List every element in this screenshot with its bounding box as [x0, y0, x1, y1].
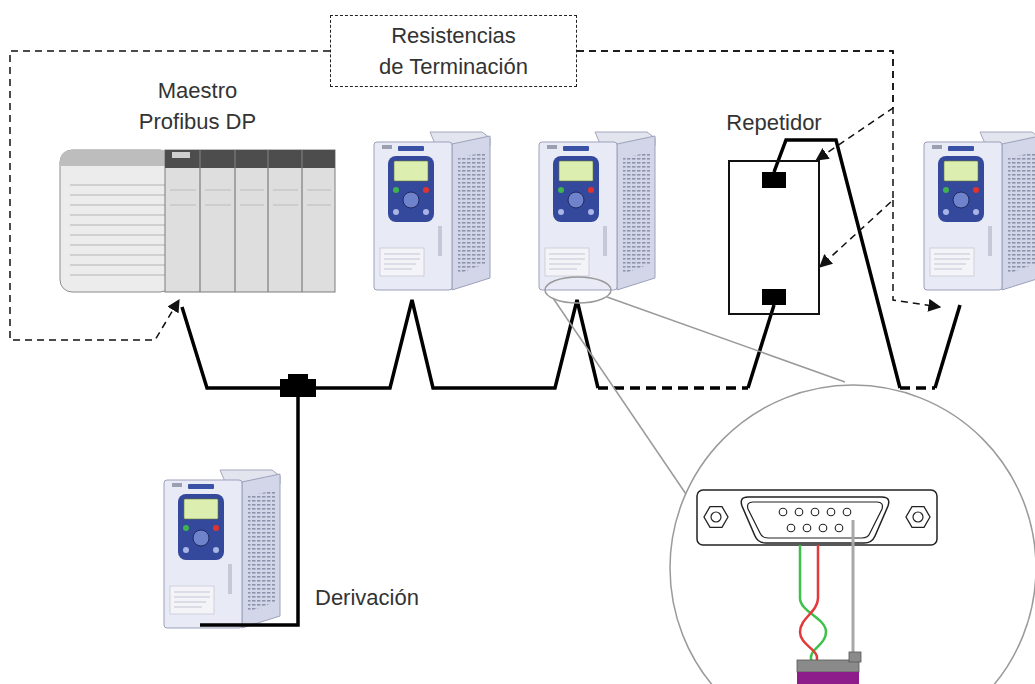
- node-heading: Repetidor: [726, 110, 821, 136]
- plc-master: [165, 150, 335, 292]
- db9-connector: [803, 524, 811, 532]
- profibus-wire: [800, 545, 826, 662]
- db9-connector: [835, 524, 843, 532]
- bus-plug: [797, 672, 859, 684]
- frequency-inverter: [539, 132, 655, 290]
- repeater-port: [762, 172, 786, 188]
- db9-connector: [843, 508, 851, 516]
- master-plc: Maestro Profibus DP: [60, 75, 335, 300]
- db9-connector: [827, 508, 835, 516]
- zoom-callout: [545, 277, 1035, 684]
- repeater-box: Repetidor: [728, 160, 820, 315]
- plc-master: [60, 150, 172, 292]
- db9-connector: [741, 497, 889, 543]
- bus-cable: [182, 300, 598, 388]
- plc-master: [60, 150, 335, 292]
- plc-master: [200, 150, 302, 292]
- db9-connector: [787, 524, 795, 532]
- bus-cable: [935, 305, 960, 388]
- terminator-box: Resistencias de Terminación: [330, 15, 577, 87]
- plc-master: [172, 152, 190, 158]
- db9-connector: [906, 507, 930, 528]
- db9-connector: [748, 502, 883, 538]
- bus-cable-dashed: [598, 386, 748, 390]
- db9-connector: [779, 508, 851, 532]
- zoom-callout: [545, 277, 611, 303]
- tee-connector: [280, 379, 316, 397]
- profibus-wire: [852, 520, 855, 660]
- plc-master: [60, 150, 172, 166]
- profibus-wire: [800, 520, 853, 662]
- zoom-callout: [670, 385, 1035, 684]
- db9-connector: [779, 508, 787, 516]
- plc-master: [170, 190, 331, 205]
- bus-cable: [774, 140, 900, 388]
- termination-arrow: [577, 51, 893, 160]
- repeater-port: [762, 172, 786, 305]
- zoom-callout: [553, 298, 690, 500]
- frequency-inverter: [164, 470, 280, 628]
- termination-line: [893, 200, 940, 307]
- db9-connector: [795, 508, 803, 516]
- bus-plug: [797, 652, 861, 684]
- db9-connector: [819, 524, 827, 532]
- plc-master: [70, 185, 165, 275]
- repeater-port: [762, 289, 786, 305]
- termination-arrow: [577, 51, 893, 267]
- bus-plug: [849, 652, 861, 662]
- bus-cable: [200, 397, 298, 625]
- db9-connector: [697, 490, 937, 545]
- db9-connector: [697, 490, 937, 545]
- zoom-callout: [607, 297, 845, 382]
- db9-connector: [704, 507, 728, 528]
- termination-arrow: [10, 51, 330, 340]
- node-label: Resistencias de Terminación: [377, 20, 531, 82]
- node-label: Maestro Profibus DP: [133, 75, 263, 137]
- frequency-inverter: [374, 132, 490, 290]
- profibus-wire: [800, 545, 818, 662]
- bus-cable-dashed: [900, 386, 935, 390]
- tee-connector: [280, 374, 316, 397]
- db9-connector: [811, 508, 819, 516]
- frequency-inverter: [924, 132, 1035, 290]
- bus-cable: [748, 305, 774, 388]
- db9-connector: [711, 512, 721, 522]
- branch-label: Derivación: [315, 583, 419, 613]
- plc-master: [165, 150, 335, 168]
- db9-connector: [913, 512, 923, 522]
